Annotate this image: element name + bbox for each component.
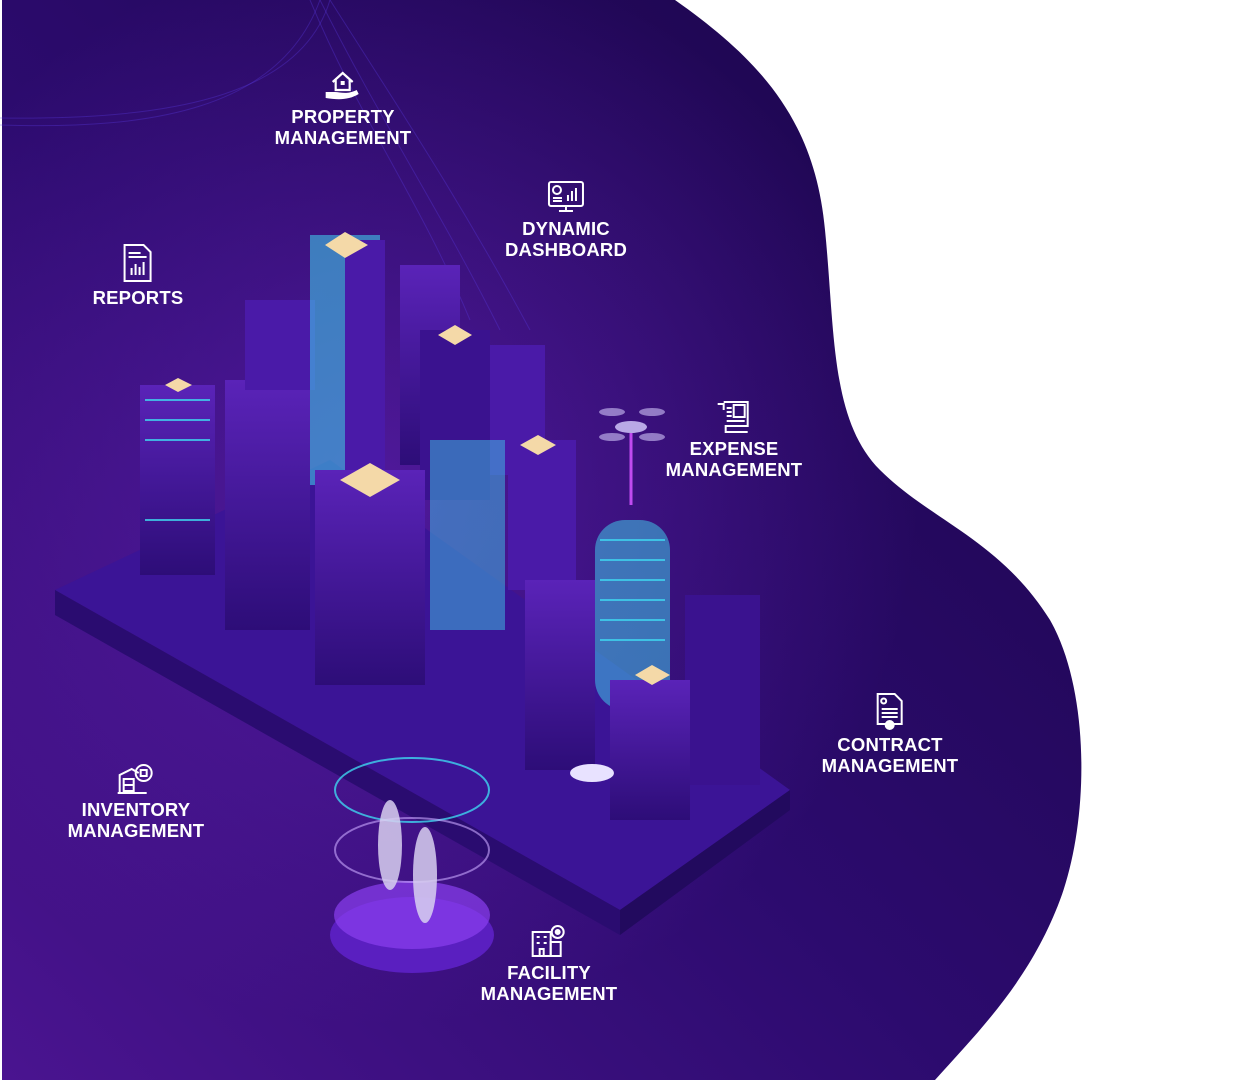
feature-expense-management[interactable]: EXPENSE MANAGEMENT bbox=[666, 400, 803, 480]
feature-label-line2: MANAGEMENT bbox=[821, 755, 959, 776]
feature-label-line2: MANAGEMENT bbox=[665, 459, 803, 480]
receipt-icon bbox=[717, 401, 749, 433]
feature-dynamic-dashboard[interactable]: DYNAMIC DASHBOARD bbox=[505, 180, 627, 260]
hologram-pod bbox=[330, 757, 494, 973]
feature-facility-management[interactable]: FACILITY MANAGEMENT bbox=[481, 924, 618, 1004]
feature-label-line2: MANAGEMENT bbox=[274, 127, 412, 148]
report-document-icon bbox=[124, 244, 152, 282]
facility-building-icon bbox=[531, 925, 565, 957]
feature-label-line2: MANAGEMENT bbox=[480, 983, 618, 1004]
feature-label-line1: DYNAMIC bbox=[522, 218, 610, 239]
feature-contract-management[interactable]: CONTRACT MANAGEMENT bbox=[822, 692, 959, 776]
feature-label-line1: PROPERTY bbox=[291, 106, 395, 127]
buildings bbox=[140, 232, 760, 820]
drone bbox=[599, 408, 665, 505]
feature-label-line1: EXPENSE bbox=[689, 438, 779, 459]
feature-property-management[interactable]: PROPERTY MANAGEMENT bbox=[275, 68, 412, 148]
feature-label-line1: REPORTS bbox=[92, 287, 184, 308]
contract-gear-icon bbox=[876, 693, 903, 730]
feature-label-line2: MANAGEMENT bbox=[67, 820, 205, 841]
hand-house-icon bbox=[325, 71, 359, 100]
monitor-chart-icon bbox=[548, 181, 584, 212]
feature-label-line1: FACILITY bbox=[507, 962, 591, 983]
feature-label-line2: DASHBOARD bbox=[504, 239, 628, 260]
car bbox=[570, 764, 614, 782]
feature-label-line1: CONTRACT bbox=[837, 734, 943, 755]
feature-reports[interactable]: REPORTS bbox=[93, 243, 184, 308]
inventory-warehouse-icon bbox=[117, 764, 153, 794]
feature-inventory-management[interactable]: INVENTORY MANAGEMENT bbox=[68, 763, 205, 841]
feature-label-line1: INVENTORY bbox=[81, 799, 191, 820]
